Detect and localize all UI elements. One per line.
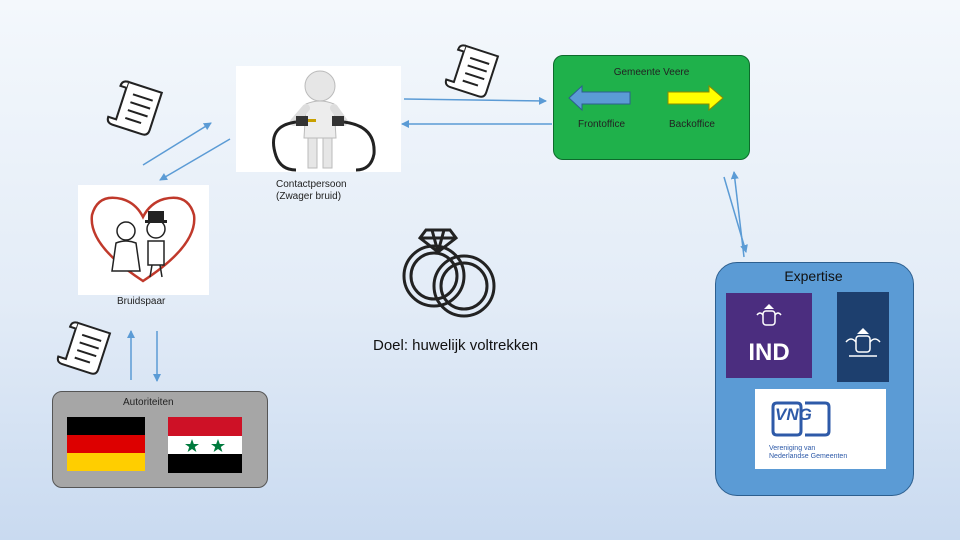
gemeente-veere-box: Gemeente Veere Frontoffice Backoffice — [553, 55, 750, 160]
backoffice-label: Backoffice — [669, 119, 715, 131]
rijksoverheid-logo — [837, 292, 889, 382]
vng-subtitle-line2: Nederlandse Gemeenten — [769, 453, 847, 461]
autoriteiten-label: Autoriteiten — [123, 397, 174, 409]
document-scroll-icon — [444, 44, 506, 100]
contactpersoon-label: Contactpersoon (Zwager bruid) — [276, 179, 347, 203]
frontoffice-arrow-left-icon — [568, 84, 632, 112]
backoffice-arrow-right-icon — [667, 84, 725, 112]
document-scroll-icon — [56, 321, 118, 377]
gemeente-title: Gemeente Veere — [554, 67, 749, 79]
wedding-rings-icon — [396, 216, 504, 320]
coat-of-arms-icon — [754, 301, 784, 331]
german-flag — [67, 417, 145, 471]
syrian-flag — [168, 417, 242, 473]
contactpersoon-image — [236, 66, 401, 172]
vng-subtitle: Vereniging van Nederlandse Gemeenten — [769, 445, 847, 461]
vng-subtitle-line1: Vereniging van — [769, 445, 847, 453]
bride-groom-image — [78, 185, 209, 295]
ind-logo: IND — [726, 293, 812, 378]
bruidspaar-label: Bruidspaar — [117, 296, 165, 308]
ind-logo-text: IND — [726, 339, 812, 367]
vng-logo: VNG Vereniging van Nederlandse Gemeenten — [755, 389, 886, 469]
plug-figure-image — [236, 66, 401, 172]
frontoffice-label: Frontoffice — [578, 119, 625, 131]
contactpersoon-label-line1: Contactpersoon — [276, 179, 347, 191]
doel-text: Doel: huwelijk voltrekken — [373, 337, 538, 354]
coat-of-arms-icon — [843, 326, 883, 362]
arrow-contact-to-bruidspaar — [160, 139, 230, 180]
contactpersoon-label-line2: (Zwager bruid) — [276, 191, 347, 203]
autoriteiten-box: Autoriteiten — [52, 391, 268, 488]
bruidspaar-image — [78, 185, 209, 295]
vng-logo-text: VNG — [775, 405, 812, 425]
expertise-title: Expertise — [715, 268, 912, 284]
document-scroll-icon — [104, 80, 172, 138]
